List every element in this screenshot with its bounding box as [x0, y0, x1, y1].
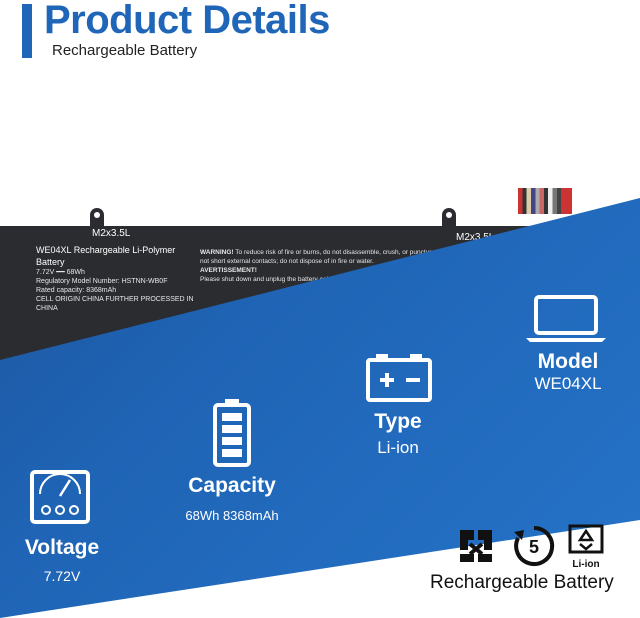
- li-ion-badge-text: Li-ion: [572, 559, 600, 570]
- capacity-value: 68Wh 8368mAh: [185, 508, 279, 523]
- page-title: Product Details: [44, 0, 330, 42]
- screw-label-right: M2x3.5L: [456, 232, 495, 243]
- model-value: WE04XL: [534, 374, 602, 393]
- feature-voltage: Voltage 7.72V: [14, 536, 110, 584]
- capacity-label: Capacity: [188, 474, 276, 497]
- voltage-label: Voltage: [24, 536, 100, 559]
- laptop-icon: [526, 295, 606, 342]
- li-ion-recycle-icon: [568, 524, 604, 554]
- header-accent-bar: [22, 4, 32, 58]
- li-ion-badge: Li-ion: [568, 524, 604, 570]
- screw-tab-left: [90, 208, 104, 226]
- warning-block: WARNING! To reduce risk of fire or burns…: [200, 248, 450, 284]
- recycle-number: 5: [529, 537, 539, 557]
- voltmeter-icon: [30, 470, 90, 524]
- regulatory-number: Regulatory Model Number: HSTNN-WB0F: [36, 278, 168, 285]
- feature-capacity: Capacity 68Wh 8368mAh: [176, 474, 288, 523]
- capacity-battery-icon: [213, 399, 251, 467]
- type-value: Li-ion: [377, 438, 419, 457]
- screw-tab-right: [442, 208, 456, 226]
- screw-label-left: M2x3.5L: [92, 228, 131, 239]
- page-subtitle: Rechargeable Battery: [52, 42, 198, 59]
- warning-title: WARNING!: [200, 249, 234, 256]
- warning-text: To reduce risk of fire or burns, do not …: [200, 249, 446, 265]
- rechargeable-battery-text: Rechargeable Battery: [430, 572, 614, 593]
- model-label: Model: [537, 350, 599, 373]
- cell-origin: CELL ORIGIN CHINA FURTHER PROCESSED IN C…: [36, 296, 194, 312]
- rated-capacity: Rated capacity: 8368mAh: [36, 287, 117, 294]
- type-label: Type: [374, 410, 422, 433]
- battery-spec-label: WE04XL Rechargeable Li-Polymer Battery 7…: [36, 244, 196, 313]
- feature-type: Type Li-ion: [350, 410, 446, 458]
- avertissement-title: AVERTISSEMENT!: [200, 267, 257, 274]
- recycling-logos: 5 Li-ion: [456, 524, 616, 570]
- voltage-value: 7.72V: [43, 568, 81, 584]
- voltage-line: 7.72V ━━ 68Wh: [36, 269, 85, 276]
- battery-connector: [516, 186, 574, 216]
- model-tag: WE04XL: [36, 245, 72, 255]
- product-line: Rechargeable Li-Polymer Battery: [36, 245, 176, 267]
- battery-type-icon: [366, 354, 432, 402]
- recycle-icon: [460, 530, 492, 562]
- feature-model: Model WE04XL: [520, 350, 616, 394]
- replace-note: Please shut down and unplug the battery …: [200, 276, 386, 283]
- recycle-number-icon: 5: [514, 525, 555, 566]
